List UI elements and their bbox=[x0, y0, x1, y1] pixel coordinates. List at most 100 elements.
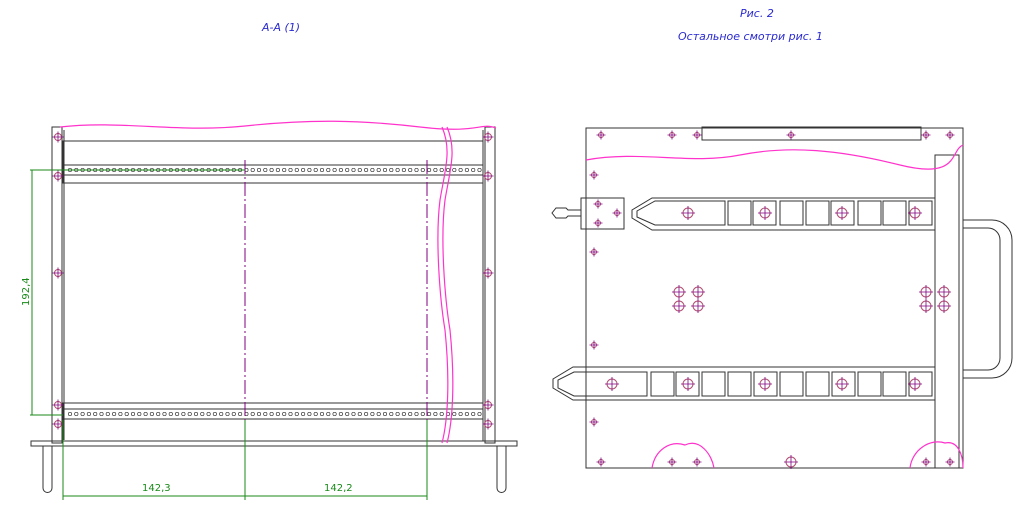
rail-hole bbox=[433, 411, 438, 417]
small-screw-cross bbox=[945, 457, 955, 467]
guide-cell bbox=[650, 371, 675, 397]
small-screw-cross bbox=[612, 208, 622, 218]
guide-slot bbox=[557, 371, 648, 397]
rail-hole bbox=[288, 167, 293, 173]
rail-hole bbox=[445, 167, 451, 173]
rail-hole bbox=[275, 411, 280, 417]
rail-hole bbox=[250, 167, 255, 173]
rail-hole bbox=[414, 411, 419, 417]
fastener-cross bbox=[758, 206, 772, 220]
rail-hole bbox=[345, 411, 350, 417]
rail-hole bbox=[477, 411, 482, 417]
guide-cell bbox=[805, 371, 830, 397]
section-view: 192,4 142,3 142,2 bbox=[21, 120, 518, 500]
connector-pin bbox=[551, 207, 581, 219]
fastener-cross bbox=[672, 299, 686, 313]
lower-guide-rail bbox=[552, 366, 936, 401]
rail-hole bbox=[326, 167, 331, 173]
small-screw-cross bbox=[589, 340, 599, 350]
small-screw-cross bbox=[692, 130, 702, 140]
fastener-cross bbox=[835, 377, 849, 391]
guide-cell bbox=[857, 200, 882, 226]
rail-hole bbox=[294, 167, 299, 173]
rail-hole bbox=[364, 411, 369, 417]
rail-hole bbox=[156, 411, 161, 417]
rail-hole bbox=[458, 167, 463, 173]
fastener-cross bbox=[605, 377, 619, 391]
rail-hole bbox=[452, 411, 457, 417]
rail-hole bbox=[250, 411, 255, 417]
break-line-corner-1 bbox=[651, 442, 715, 469]
rail-hole bbox=[408, 167, 413, 173]
rail-hole bbox=[124, 411, 129, 417]
fastener-cross bbox=[937, 285, 951, 299]
fastener-cross bbox=[681, 377, 695, 391]
guide-cell bbox=[831, 371, 856, 397]
mount-screw-cross bbox=[52, 170, 64, 182]
guide-cell bbox=[727, 371, 752, 397]
rail-hole bbox=[301, 411, 306, 417]
rail-hole bbox=[351, 411, 356, 417]
rail-hole bbox=[74, 411, 79, 417]
rail-hole bbox=[313, 167, 318, 173]
rail-hole bbox=[345, 167, 350, 173]
guide-cell bbox=[805, 200, 830, 226]
rail-hole bbox=[294, 411, 299, 417]
rail-hole bbox=[130, 411, 136, 417]
rail-hole bbox=[420, 411, 425, 417]
rail-hole bbox=[389, 167, 394, 173]
side-strip bbox=[934, 154, 960, 469]
small-screw-cross bbox=[692, 457, 702, 467]
rail-hole bbox=[307, 167, 312, 173]
rail-hole bbox=[401, 167, 406, 173]
mount-screw-cross bbox=[52, 267, 64, 279]
small-screw-cross bbox=[945, 130, 955, 140]
rail-hole bbox=[175, 411, 180, 417]
top-rail bbox=[62, 140, 484, 166]
rail-hole bbox=[420, 167, 425, 173]
base-plate bbox=[30, 440, 518, 447]
rail-hole bbox=[471, 411, 476, 417]
mount-screw-cross bbox=[52, 131, 64, 143]
rail-hole bbox=[118, 411, 123, 417]
rail-hole bbox=[149, 411, 154, 417]
rail-hole bbox=[395, 411, 400, 417]
mount-screw-cross bbox=[52, 418, 64, 430]
rail-hole bbox=[105, 411, 110, 417]
figure-note: Остальное смотри рис. 1 bbox=[678, 30, 823, 43]
rail-hole bbox=[332, 167, 337, 173]
break-line-vertical-1 bbox=[437, 126, 449, 444]
rail-hole bbox=[301, 167, 306, 173]
rail-hole bbox=[427, 167, 432, 173]
rail-hole bbox=[319, 411, 325, 417]
small-screw-cross bbox=[921, 130, 931, 140]
fastener-cross bbox=[908, 206, 922, 220]
rail-hole bbox=[269, 167, 274, 173]
rail-hole bbox=[439, 411, 444, 417]
rail-hole bbox=[93, 411, 98, 417]
rail-hole bbox=[427, 411, 432, 417]
rail-hole bbox=[433, 167, 438, 173]
break-line-plan bbox=[585, 144, 964, 170]
rail-hole bbox=[238, 411, 243, 417]
fastener-cross bbox=[835, 206, 849, 220]
mount-screw-cross bbox=[482, 418, 494, 430]
rail-hole bbox=[212, 411, 217, 417]
guide-cell bbox=[882, 200, 907, 226]
guide-cell bbox=[727, 200, 752, 226]
rail-hole bbox=[395, 167, 400, 173]
rail-hole bbox=[256, 167, 262, 173]
left-leg bbox=[42, 446, 53, 493]
guide-cell bbox=[830, 200, 855, 226]
fastener-cross bbox=[919, 285, 933, 299]
rail-hole bbox=[67, 411, 73, 417]
guide-slot bbox=[636, 200, 726, 226]
rail-hole bbox=[464, 411, 469, 417]
rail-hole bbox=[351, 167, 356, 173]
rail-hole bbox=[382, 167, 388, 173]
figure-title: Рис. 2 bbox=[740, 7, 774, 20]
fastener-cross bbox=[937, 299, 951, 313]
rail-hole bbox=[86, 411, 91, 417]
upper-guide-rail bbox=[631, 197, 936, 231]
rail-hole bbox=[231, 411, 236, 417]
